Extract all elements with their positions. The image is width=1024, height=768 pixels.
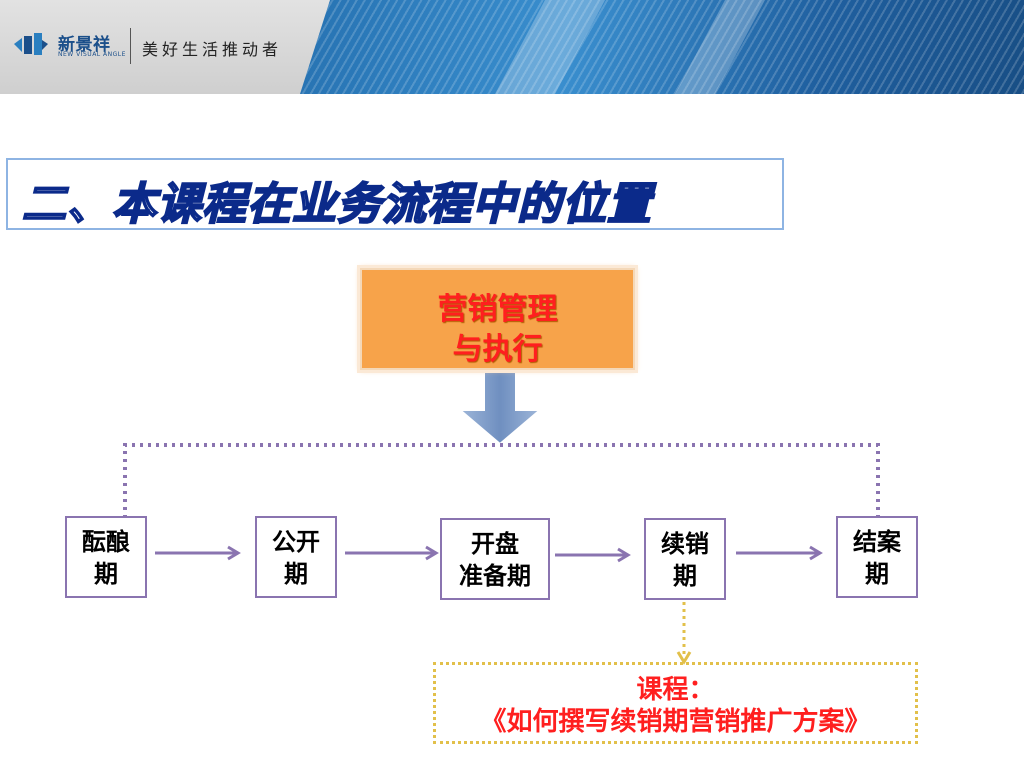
top-box-line-1: 营销管理 [362,284,633,328]
stage-label-line-2: 期 [646,560,724,592]
marketing-management-box: 营销管理 与执行 [360,268,635,370]
stage-label-line-1: 公开 [257,526,335,558]
flow-arrow [555,549,628,561]
course-connector [678,602,690,662]
stage-label-line-1: 酝酿 [67,526,145,558]
stage-continued-sales: 续销 期 [644,518,726,600]
down-arrow-icon [460,372,540,444]
stage-opening-prep: 开盘 准备期 [440,518,550,600]
flow-arrow [736,547,820,559]
stage-brewing: 酝酿 期 [65,516,147,598]
stage-label-line-1: 开盘 [442,528,548,560]
stage-label-line-2: 期 [67,558,145,590]
flow-arrow [345,547,436,559]
stage-closing: 结案 期 [836,516,918,598]
stage-public: 公开 期 [255,516,337,598]
stage-label-line-2: 期 [838,558,916,590]
top-box-line-2: 与执行 [362,324,633,368]
phase-bracket [125,445,878,518]
course-box: 课程： 《如何撰写续销期营销推广方案》 [433,662,918,744]
stage-label-line-1: 续销 [646,528,724,560]
stage-label-line-2: 期 [257,558,335,590]
stage-label-line-1: 结案 [838,526,916,558]
course-label: 课程： [436,675,915,705]
flow-arrow [155,547,238,559]
stage-label-line-2: 准备期 [442,560,548,592]
course-title: 《如何撰写续销期营销推广方案》 [436,705,915,739]
